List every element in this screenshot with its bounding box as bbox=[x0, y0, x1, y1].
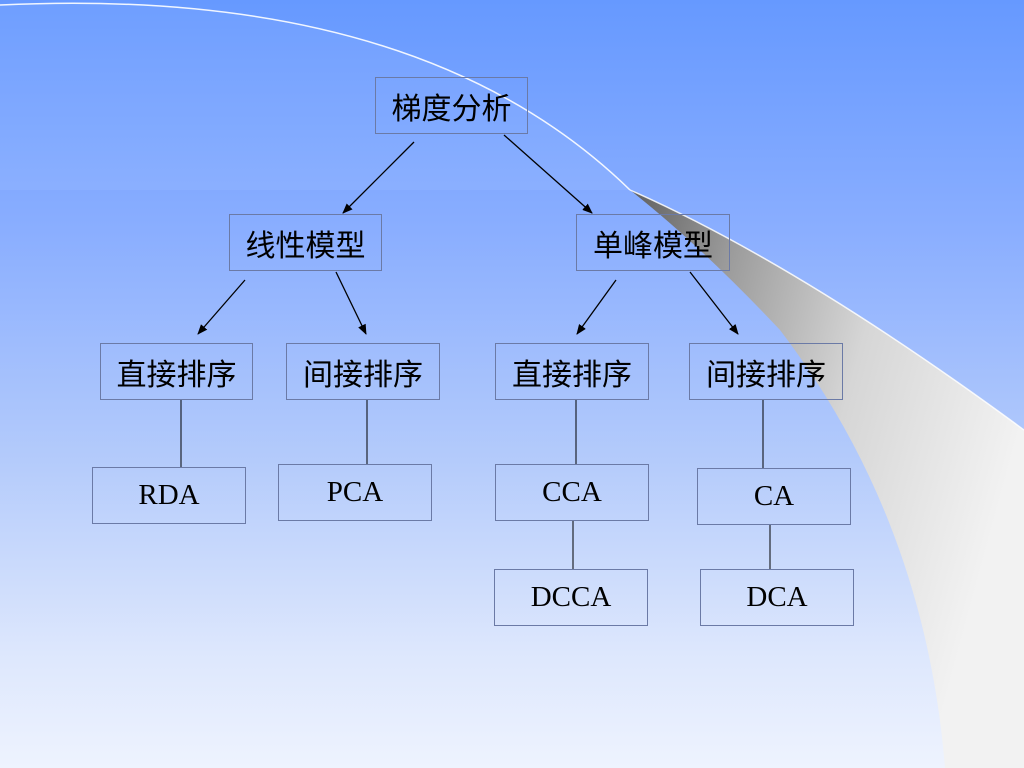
node-cca: CCA bbox=[495, 464, 649, 521]
node-rda: RDA bbox=[92, 467, 246, 524]
node-direct-ordination-linear: 直接排序 bbox=[100, 343, 253, 400]
arrow-unimodal-to-direct bbox=[576, 279, 617, 335]
arrow-unimodal-to-indirect bbox=[689, 271, 739, 335]
node-indirect-ordination-unimodal: 间接排序 bbox=[689, 343, 843, 400]
node-unimodal-model: 单峰模型 bbox=[576, 214, 730, 271]
node-direct-ordination-unimodal: 直接排序 bbox=[495, 343, 649, 400]
node-dcca: DCCA bbox=[494, 569, 648, 626]
node-dca: DCA bbox=[700, 569, 854, 626]
node-ca: CA bbox=[697, 468, 851, 525]
arrow-root-to-linear bbox=[342, 141, 415, 214]
node-indirect-ordination-linear: 间接排序 bbox=[286, 343, 440, 400]
node-pca: PCA bbox=[278, 464, 432, 521]
root-node-gradient-analysis: 梯度分析 bbox=[375, 77, 528, 134]
arrow-linear-to-direct bbox=[197, 279, 246, 335]
curl-edge-line bbox=[0, 2, 631, 191]
node-linear-model: 线性模型 bbox=[229, 214, 382, 271]
arrow-root-to-unimodal bbox=[503, 134, 593, 214]
arrow-linear-to-indirect bbox=[335, 271, 367, 335]
curl-fold bbox=[630, 190, 1024, 768]
